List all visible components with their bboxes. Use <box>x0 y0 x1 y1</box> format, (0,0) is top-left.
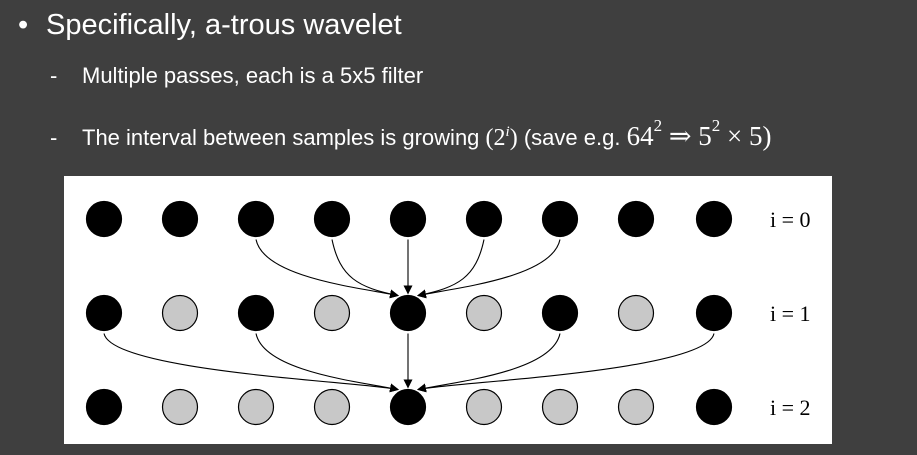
filter-tap-arrow <box>255 239 399 299</box>
sample-dot-active <box>237 294 275 332</box>
sample-dot-active <box>617 200 655 238</box>
sample-dot-skipped <box>541 388 579 426</box>
filter-tap-arrow <box>417 239 561 299</box>
row-label: i = 2 <box>770 395 811 420</box>
sample-dot-active <box>695 388 733 426</box>
bullet-dash-icon: - <box>50 63 58 88</box>
bullet-dot-icon: • <box>18 9 29 41</box>
sample-dot-active <box>161 200 199 238</box>
bullet-main-text: Specifically, a-trous wavelet <box>46 9 402 41</box>
sample-dot-skipped <box>313 388 351 426</box>
sample-dot-active <box>465 200 503 238</box>
sample-dot-skipped <box>161 294 199 332</box>
sample-dot-active <box>85 388 123 426</box>
sample-dot-active <box>237 200 275 238</box>
bullet-sub-2-text: The interval between samples is growing <box>82 125 480 150</box>
bullet-sub-1: -Multiple passes, each is a 5x5 filter <box>50 60 423 92</box>
bullet-sub-1-text: Multiple passes, each is a 5x5 filter <box>82 63 424 88</box>
sample-dot-active <box>541 200 579 238</box>
filter-tap-arrow <box>417 333 561 393</box>
sample-dot-active <box>541 294 579 332</box>
sample-dot-active <box>389 294 427 332</box>
filter-tap-arrow <box>103 333 399 393</box>
bullet-main: • Specifically, a-trous wavelet <box>18 4 402 46</box>
sample-dot-active <box>389 200 427 238</box>
cost-formula: 642 ⇒ 52 × 5) <box>626 116 772 151</box>
filter-tap-arrow <box>255 333 399 393</box>
filter-tap-arrow <box>331 239 399 299</box>
sample-dot-active <box>389 388 427 426</box>
sample-dot-skipped <box>237 388 275 426</box>
atrous-diagram-svg: i = 0 i = 1 i = 2 <box>85 200 811 426</box>
dots-layer <box>85 200 733 426</box>
sample-dot-skipped <box>465 294 503 332</box>
sample-dot-skipped <box>617 388 655 426</box>
sample-dot-active <box>85 200 123 238</box>
atrous-diagram: i = 0 i = 1 i = 2 <box>64 176 832 444</box>
sample-dot-active <box>85 294 123 332</box>
bullet-sub-2-save: (save e.g. <box>523 125 621 150</box>
sample-dot-skipped <box>617 294 655 332</box>
bullet-sub-2: -The interval between samples is growing… <box>50 114 771 154</box>
labels-layer: i = 0 i = 1 i = 2 <box>770 207 811 420</box>
interval-formula: (2i) <box>485 124 518 151</box>
filter-tap-arrow <box>417 239 485 299</box>
sample-dot-active <box>695 200 733 238</box>
filter-tap-arrow <box>417 333 715 393</box>
sample-dot-active <box>695 294 733 332</box>
sample-dot-skipped <box>465 388 503 426</box>
bullet-dash-icon: - <box>50 125 58 150</box>
row-label: i = 1 <box>770 301 811 326</box>
row-label: i = 0 <box>770 207 811 232</box>
sample-dot-skipped <box>313 294 351 332</box>
arrows-layer <box>103 239 715 393</box>
sample-dot-active <box>313 200 351 238</box>
sample-dot-skipped <box>161 388 199 426</box>
